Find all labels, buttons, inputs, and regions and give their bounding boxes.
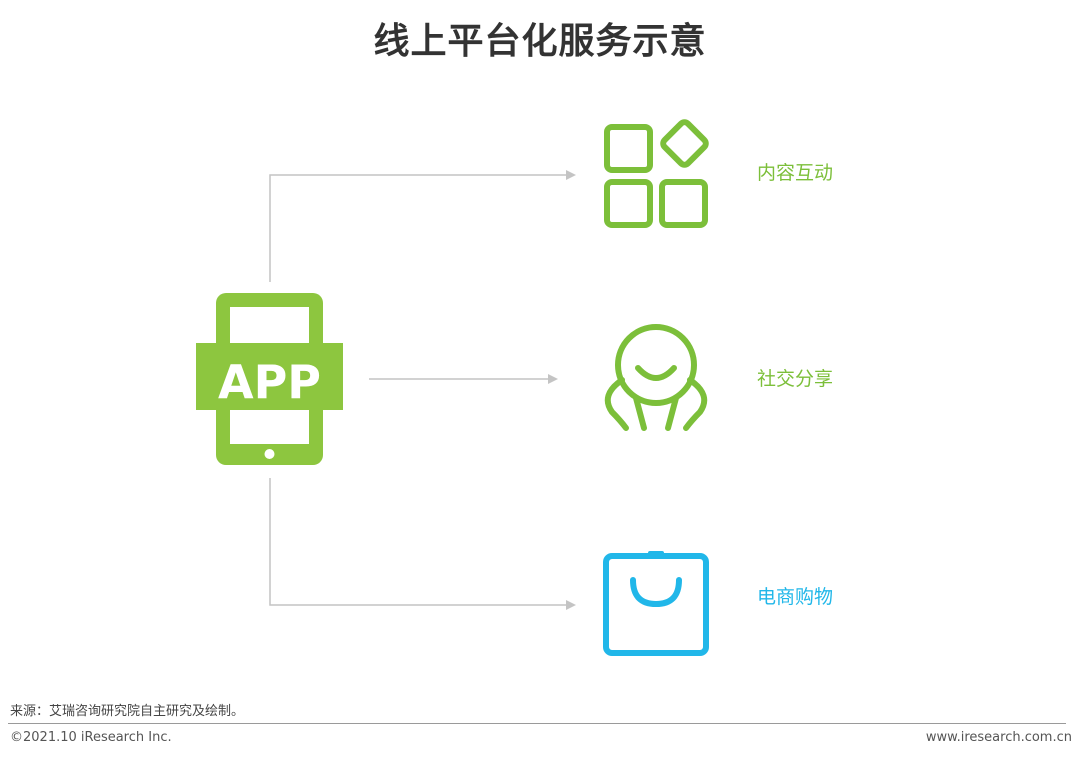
copyright: ©2021.10 iResearch Inc. <box>10 730 172 745</box>
apps-grid-icon <box>604 119 709 228</box>
service-label-content: 内容互动 <box>757 162 834 184</box>
service-label-shopping: 电商购物 <box>757 586 834 608</box>
page-title: 线上平台化服务示意 <box>373 21 707 62</box>
arrowhead-content <box>566 170 576 180</box>
app-label: APP <box>218 355 321 409</box>
connectors <box>269 170 576 610</box>
website-link[interactable]: www.iresearch.com.cn <box>925 730 1072 745</box>
app-phone-icon: APP <box>196 293 343 465</box>
arrowhead-social <box>548 374 558 384</box>
shopping-bag-icon <box>603 551 709 656</box>
people-icon <box>604 324 708 431</box>
source-note: 来源：艾瑞咨询研究院自主研究及绘制。 <box>10 704 245 719</box>
service-label-social: 社交分享 <box>757 368 834 390</box>
arrowhead-shopping <box>566 600 576 610</box>
connector-content <box>269 174 568 282</box>
footer-divider <box>8 723 1066 724</box>
connector-shopping <box>269 478 568 606</box>
